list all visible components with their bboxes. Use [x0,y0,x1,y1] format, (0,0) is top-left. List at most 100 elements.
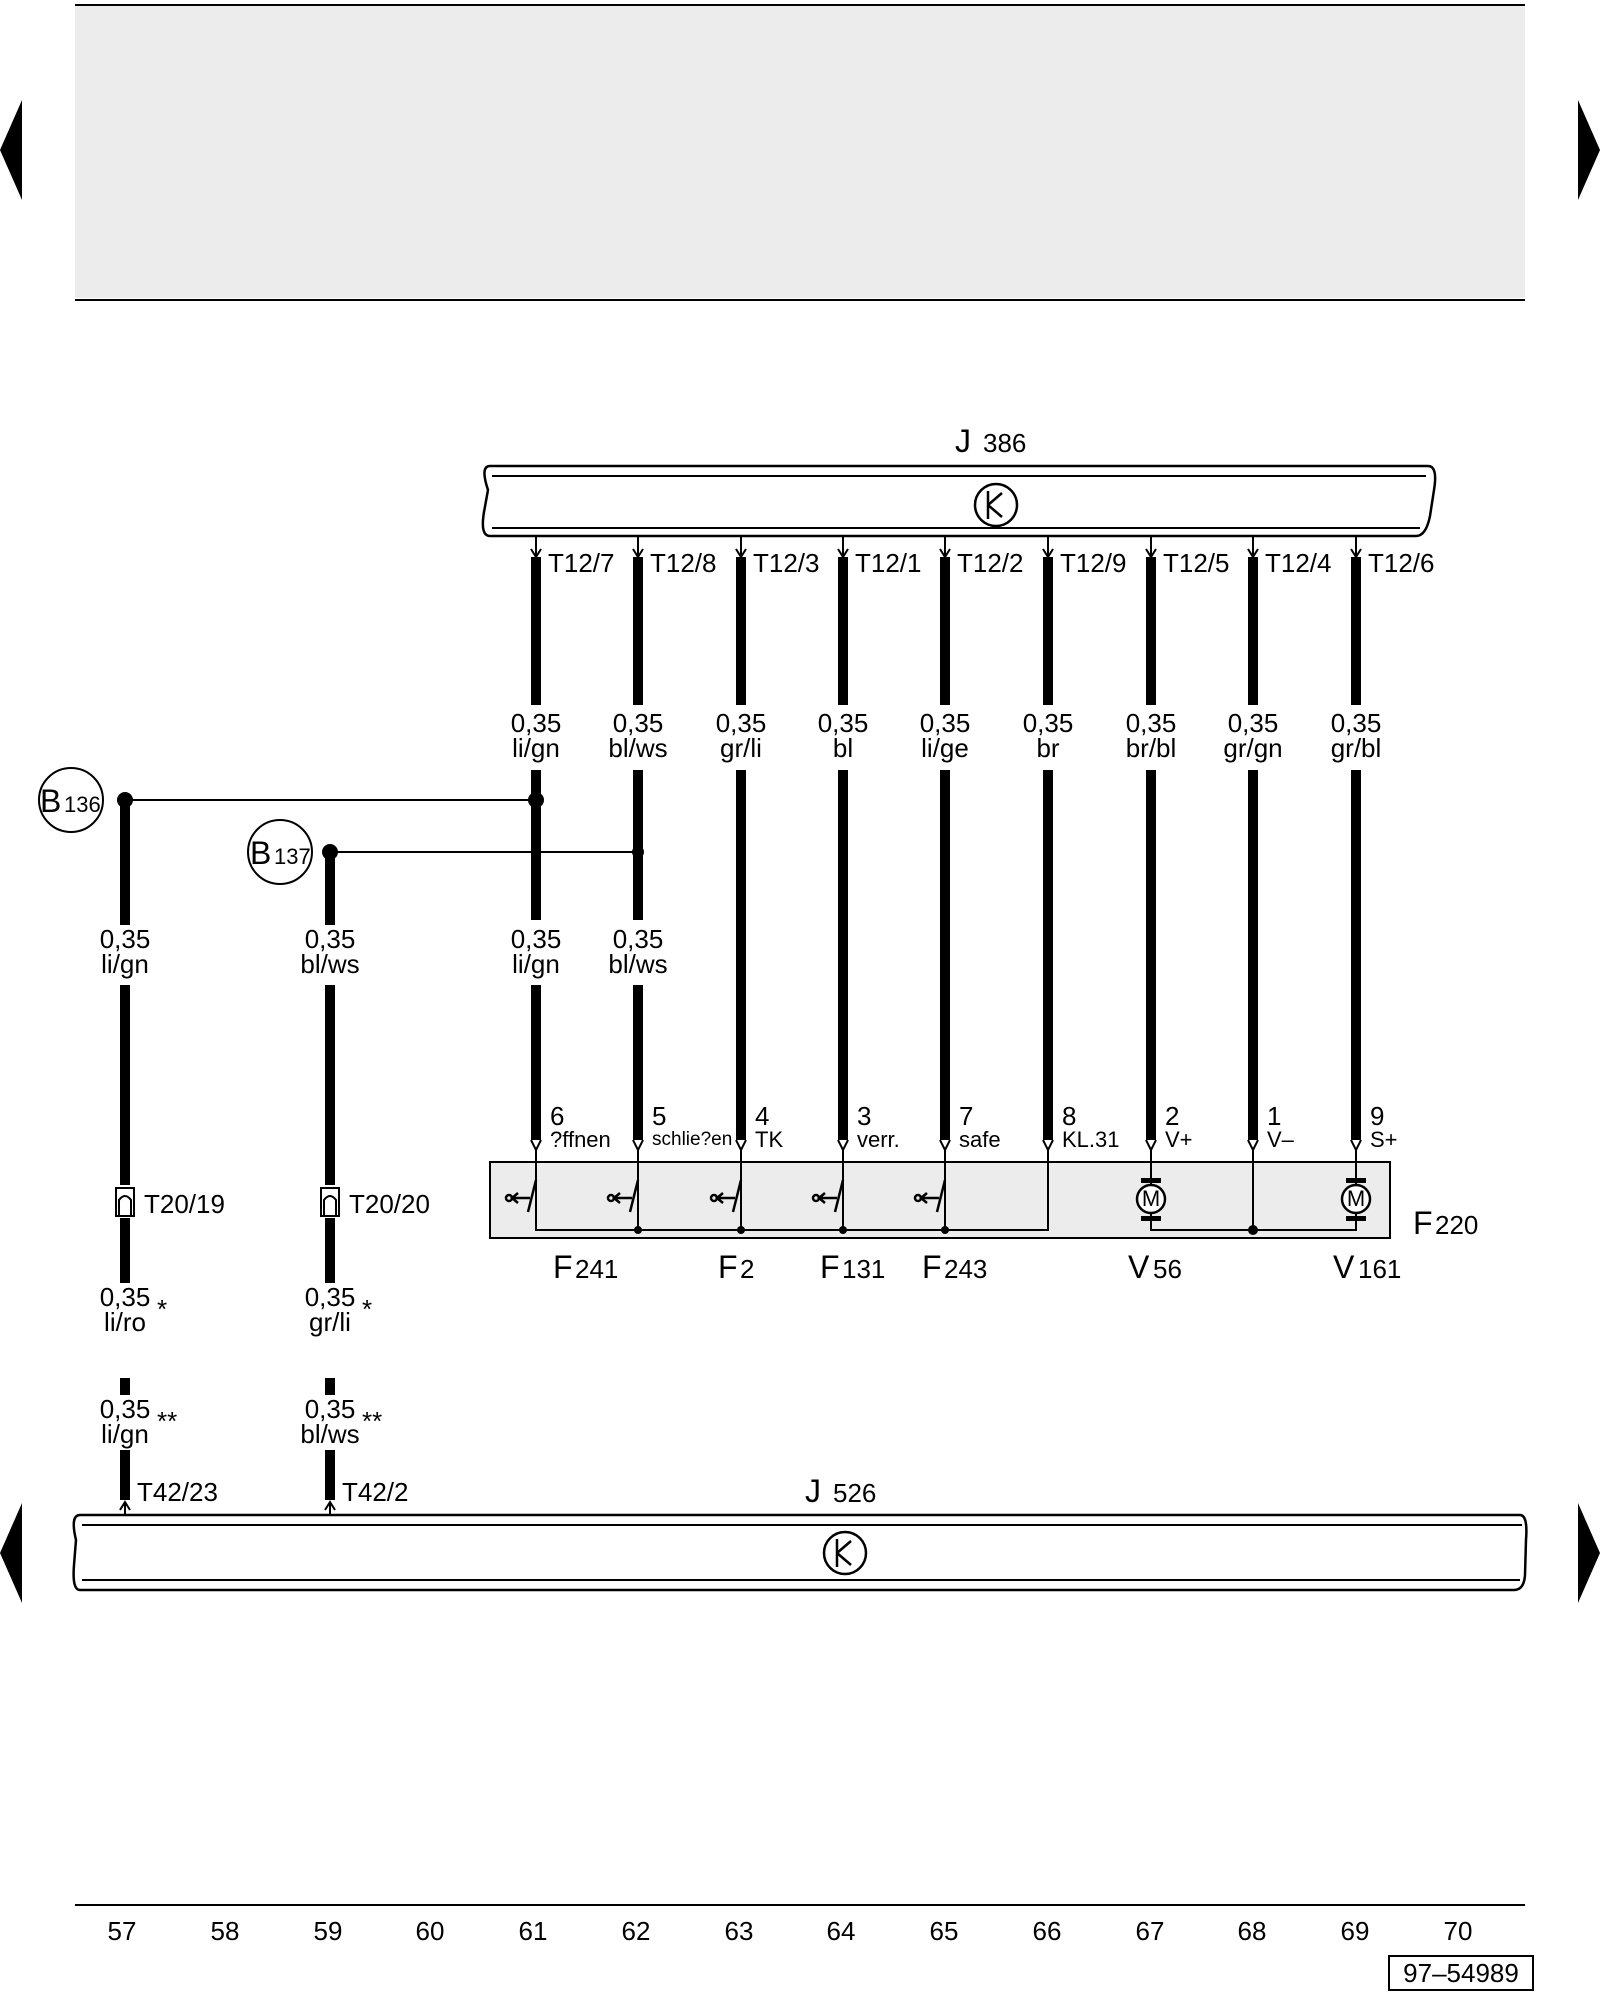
t20-connector-symbols [115,1187,340,1217]
pin-label: verr. [857,1127,900,1152]
f220-label-number: 220 [1435,1210,1478,1240]
pin-label: schlie?en [652,1129,732,1150]
wire-color: br/bl [1126,733,1177,763]
pin-number: 4 [755,1101,769,1131]
connector-t12-8: T12/8 [650,548,717,578]
f220-internal-dots [634,1225,1258,1235]
connector-t20-20: T20/20 [349,1189,430,1219]
f241-letter: F [553,1249,573,1285]
b137-letter: B [250,835,271,871]
f243-number: 243 [944,1254,987,1284]
j386-label-number: 386 [983,428,1026,458]
pin-number: 6 [550,1101,564,1131]
connector-t42-23: T42/23 [137,1477,218,1507]
j386-control-unit [481,464,1437,538]
pin-label: TK [755,1127,783,1152]
wire-size: 0,35 [100,924,151,954]
column-number: 62 [622,1916,651,1946]
f243-letter: F [922,1249,942,1285]
wire-size: 0,35 [920,708,971,738]
wire-color: bl/ws [608,733,667,763]
middle-wire-labels: 0,35 li/gn 0,35 bl/ws 0,35 li/gn 0,35 bl… [100,924,668,979]
connector-t42-2: T42/2 [342,1477,409,1507]
pin-number: 8 [1062,1101,1076,1131]
pin-stubs [530,1139,1362,1162]
column-number: 68 [1238,1916,1267,1946]
prev-page-arrow-icon-lower[interactable] [0,1503,22,1603]
next-page-arrow-icon-lower[interactable] [1578,1503,1600,1603]
v56-number: 56 [1153,1254,1182,1284]
column-number: 65 [930,1916,959,1946]
connector-t12-7: T12/7 [548,548,615,578]
wire-color: li/gn [101,949,149,979]
v161-number: 161 [1358,1254,1401,1284]
column-number: 63 [725,1916,754,1946]
wire-color: li/gn [101,1419,149,1449]
wire-color: li/ro [104,1307,146,1337]
column-number: 66 [1033,1916,1062,1946]
f131-number: 131 [842,1254,885,1284]
f241-number: 241 [575,1254,618,1284]
f220-lock-unit-box [489,1161,1391,1239]
pin-number: 3 [857,1101,871,1131]
f2-number: 2 [740,1254,754,1284]
wire-size: 0,35 [305,1282,356,1312]
wire-size: 0,35 [100,1282,151,1312]
column-number: 60 [416,1916,445,1946]
wire-color: bl/ws [300,949,359,979]
header-panel [75,6,1525,298]
connector-t12-1: T12/1 [855,548,922,578]
wire-mark: * [362,1294,372,1324]
wire-color: bl [833,733,853,763]
switch-icon [606,1179,640,1213]
wire-size: 0,35 [613,924,664,954]
pin-label: KL.31 [1062,1127,1120,1152]
connector-t20-19: T20/19 [144,1189,225,1219]
wire-color: gr/li [720,733,762,763]
next-page-arrow-icon[interactable] [1578,100,1600,200]
wire-color: li/gn [512,733,560,763]
connector-t12-6: T12/6 [1368,548,1435,578]
b136-splice-symbol: B 136 [38,767,104,833]
prev-page-arrow-icon[interactable] [0,100,22,200]
connector-t12-2: T12/2 [957,548,1024,578]
connector-t12-9: T12/9 [1060,548,1127,578]
connector-t12-4: T12/4 [1265,548,1332,578]
wire-mark: * [157,1294,167,1324]
wire-size: 0,35 [305,1394,356,1424]
pin-number: 1 [1267,1101,1281,1131]
connector-t12-3: T12/3 [753,548,820,578]
wire-size: 0,35 [1126,708,1177,738]
j526-control-unit [72,1513,1528,1592]
f131-letter: F [820,1249,840,1285]
wire-size: 0,35 [305,924,356,954]
f2-letter: F [718,1249,738,1285]
wire-color: li/ge [921,733,969,763]
top-wire-labels: 0,35 li/gn 0,35 bl/ws 0,35 gr/li 0,35 bl… [511,708,1382,763]
column-number: 64 [827,1916,856,1946]
switch-icon [709,1179,743,1213]
motor-icon: M [1135,1178,1167,1221]
wire-mark: ** [157,1406,177,1436]
switch-icon [913,1179,947,1213]
thick-wires-upper [531,557,1361,1140]
pin-number: 5 [652,1101,666,1131]
column-number: 61 [519,1916,548,1946]
wire-size: 0,35 [818,708,869,738]
f220-component-labels: F 241 F 2 F 131 F 243 V 56 V 161 [553,1249,1401,1285]
j386-label-letter: J [955,423,971,459]
wire-color: bl/ws [608,949,667,979]
switch-icon [811,1179,845,1213]
splice-dots [117,792,644,860]
f220-label-letter: F [1413,1205,1433,1241]
wire-color: br [1036,733,1059,763]
wire-color: gr/li [309,1307,351,1337]
wire-size: 0,35 [1331,708,1382,738]
wire-size: 0,35 [511,924,562,954]
b136-number: 136 [64,792,101,817]
motor-icon: M [1340,1178,1372,1221]
b137-number: 137 [274,844,311,869]
svg-text:M: M [1142,1186,1160,1211]
column-number: 59 [314,1916,343,1946]
